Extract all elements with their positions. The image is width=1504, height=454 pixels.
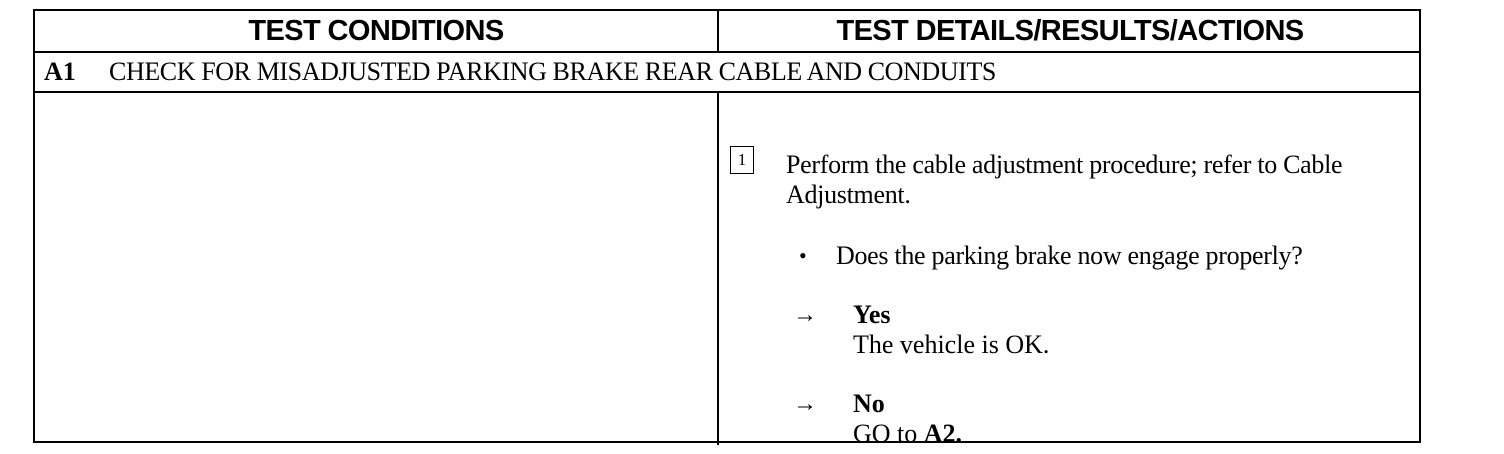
arrow-right-icon: → [793,391,817,417]
header-test-conditions: TEST CONDITIONS [248,14,504,47]
arrow-right-icon: → [793,302,817,328]
step-id: A1 [44,57,76,86]
header-test-details: TEST DETAILS/RESULTS/ACTIONS [836,14,1304,47]
step-title-row: A1 CHECK FOR MISADJUSTED PARKING BRAKE R… [35,53,1419,93]
instruction-text: Perform the cable adjustment procedure; … [786,150,1343,209]
step-title: CHECK FOR MISADJUSTED PARKING BRAKE REAR… [109,57,996,86]
test-details-cell: 1 Perform the cable adjustment procedure… [719,93,1421,448]
go-to-step-link[interactable]: A2. [923,419,963,448]
no-result-prefix: GO to [853,419,924,448]
no-result-text: GO to A2. [853,419,962,449]
yes-result-text: The vehicle is OK. [853,330,1050,359]
step-number-box: 1 [730,146,754,174]
yes-label: Yes [853,300,891,329]
diagnostic-table: TEST CONDITIONS TEST DETAILS/RESULTS/ACT… [33,9,1421,448]
question-text: Does the parking brake now engage proper… [836,241,1303,270]
no-label: No [853,389,885,418]
bullet-icon: • [799,243,807,268]
column-divider [717,11,719,53]
column-divider [717,93,719,445]
table-header: TEST CONDITIONS TEST DETAILS/RESULTS/ACT… [35,11,1419,53]
